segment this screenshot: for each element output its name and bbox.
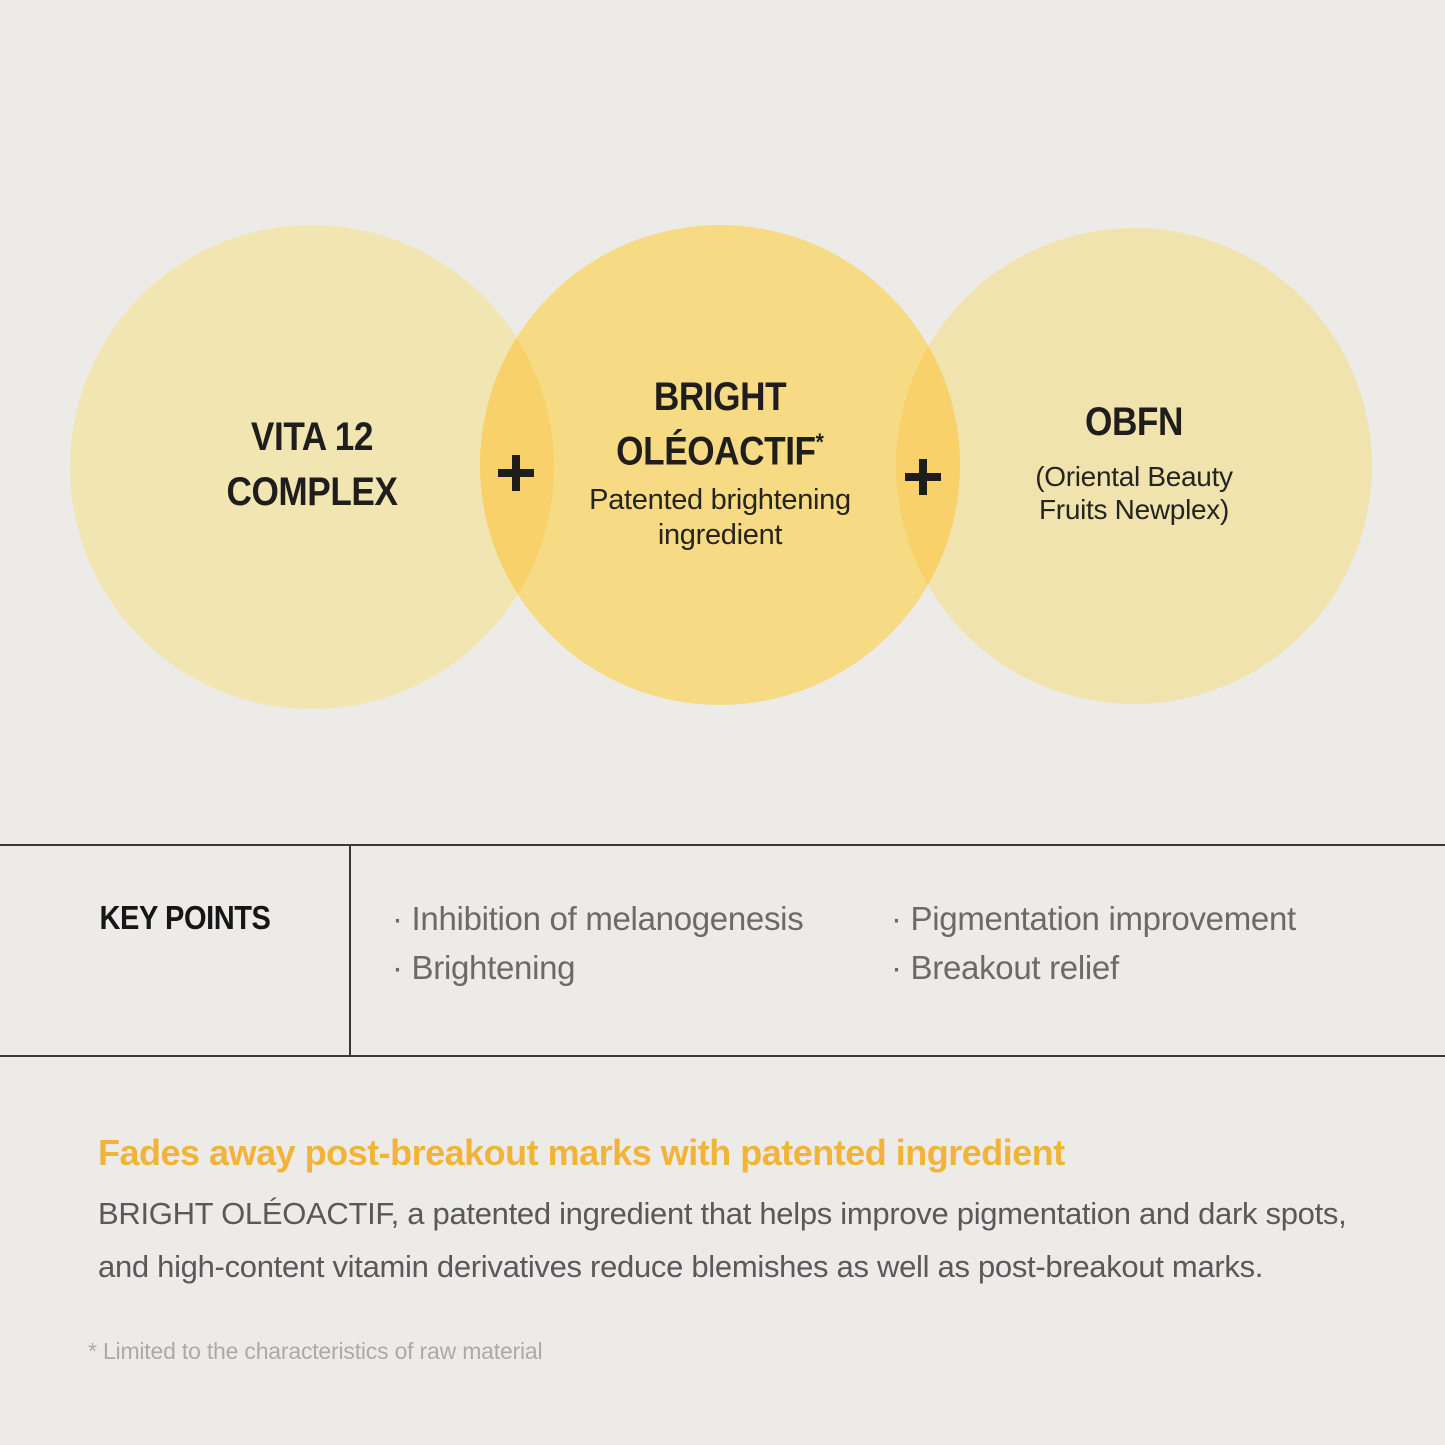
- plus-icon: [905, 459, 941, 495]
- keypoints-top-rule: [0, 844, 1445, 846]
- detail-heading: Fades away post-breakout marks with pate…: [98, 1132, 1065, 1173]
- keypoints-vertical-divider: [349, 844, 351, 1057]
- plus-icon: [498, 455, 534, 491]
- obfn-line1: OBFN: [1085, 400, 1183, 444]
- vita12-line2: COMPLEX: [226, 470, 398, 514]
- bright-oleoactif-label: BRIGHT OLÉOACTIF*: [575, 374, 865, 474]
- ingredient-circles-diagram: [70, 225, 1372, 709]
- keypoints-column-2: · Pigmentation improvement · Breakout re…: [891, 894, 1296, 992]
- footnote: * Limited to the characteristics of raw …: [88, 1338, 543, 1364]
- keypoints-bottom-rule: [0, 1055, 1445, 1057]
- oleoactif-subtitle-line1: Patented brightening: [589, 484, 851, 516]
- circle-obfn: [896, 228, 1372, 704]
- obfn-subtitle: (Oriental Beauty Fruits Newplex): [974, 460, 1294, 526]
- obfn-subtitle-line1: (Oriental Beauty: [1035, 461, 1233, 492]
- keypoints-heading: KEY POINTS: [99, 899, 271, 936]
- keypoint-item: · Breakout relief: [891, 949, 1119, 986]
- plus-bar-vertical: [919, 459, 927, 495]
- obfn-label: OBFN: [993, 402, 1275, 442]
- detail-body-line1: BRIGHT OLÉOACTIF, a patented ingredient …: [98, 1196, 1347, 1231]
- detail-body-line2: and high-content vitamin derivatives red…: [98, 1249, 1264, 1284]
- oleoactif-line2: OLÉOACTIF*: [616, 429, 824, 474]
- obfn-subtitle-line2: Fruits Newplex): [1039, 494, 1229, 525]
- keypoint-item: · Pigmentation improvement: [891, 900, 1296, 937]
- circle-oleoactif: [480, 225, 960, 705]
- oleoactif-line1: BRIGHT: [653, 375, 787, 419]
- oleoactif-subtitle-line2: ingredient: [657, 519, 783, 551]
- vita12-line1: VITA 12: [250, 415, 374, 459]
- detail-body: BRIGHT OLÉOACTIF, a patented ingredient …: [98, 1187, 1347, 1293]
- oleoactif-subtitle: Patented brightening ingredient: [555, 483, 885, 553]
- keypoints-column-1: · Inhibition of melanogenesis · Brighten…: [392, 894, 804, 992]
- keypoint-item: · Inhibition of melanogenesis: [392, 900, 804, 937]
- plus-bar-vertical: [512, 455, 520, 491]
- asterisk-superscript: *: [815, 429, 824, 456]
- circle-vita12: [70, 225, 554, 709]
- vita12-complex-label: VITA 12 COMPLEX: [171, 410, 453, 520]
- keypoint-item: · Brightening: [392, 949, 576, 986]
